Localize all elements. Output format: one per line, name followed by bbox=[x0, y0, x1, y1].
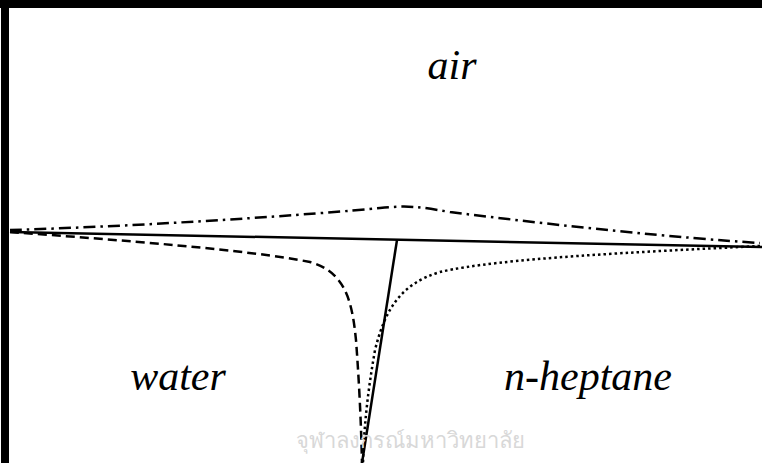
phase-label: air bbox=[427, 44, 476, 86]
air-interface bbox=[10, 207, 760, 243]
watermark-text: จุฬาลงกรณ์มหาวิทยาลัย bbox=[296, 430, 525, 452]
frame-top bbox=[0, 0, 762, 8]
phase-label: water bbox=[130, 355, 226, 397]
phase-label: n-heptane bbox=[504, 355, 672, 397]
water-air-interface bbox=[10, 232, 362, 463]
frame-left bbox=[1, 0, 9, 463]
